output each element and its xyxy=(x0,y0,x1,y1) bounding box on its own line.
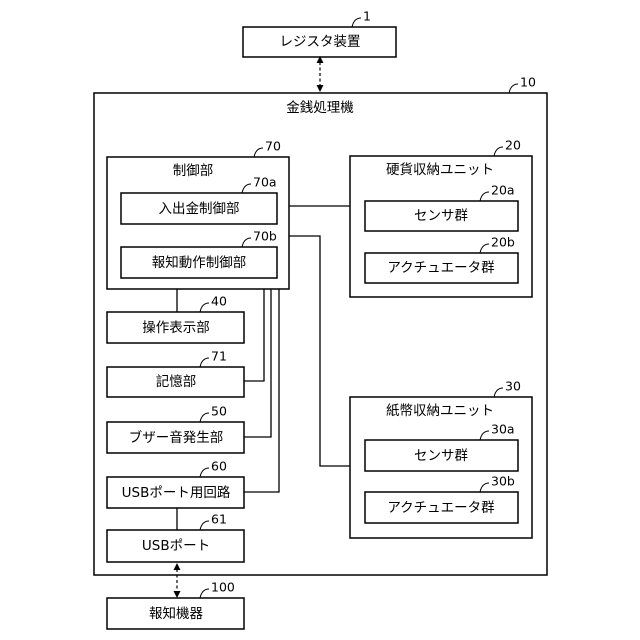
notify-control-ref: 70b xyxy=(253,229,277,244)
money-machine-ref: 10 xyxy=(520,75,536,90)
notify-control-label: 報知動作制御部 xyxy=(152,254,247,271)
control-unit-ref: 70 xyxy=(265,139,281,154)
notify-link-arrow-bottom xyxy=(174,591,181,598)
usb-port-ref: 61 xyxy=(211,512,227,527)
memory-ref-leader xyxy=(200,358,209,367)
control-unit-label: 制御部 xyxy=(173,163,214,179)
coin-sensors-ref: 20a xyxy=(491,183,515,198)
notify-device-label: 報知機器 xyxy=(149,605,203,622)
operation-display-ref-leader xyxy=(200,303,209,312)
register-device-ref-leader xyxy=(352,18,361,27)
bill-sensors-label: センサ群 xyxy=(414,448,468,464)
usb-port-label: USBポート xyxy=(142,538,210,554)
coin-unit-label: 硬貨収納ユニット xyxy=(386,161,494,178)
coin-unit-ref: 20 xyxy=(505,138,521,153)
coin-unit: 硬貨収納ユニット 20 センサ群 20a アクチュエータ群 20b xyxy=(350,138,532,298)
link-control-bill-unit xyxy=(289,236,350,466)
notify-device-ref-leader xyxy=(200,589,209,598)
usb-port-ref-leader xyxy=(200,521,209,530)
register-device: レジスタ装置 1 xyxy=(243,9,396,58)
control-unit-ref-leader xyxy=(254,148,263,157)
io-money-control-label: 入出金制御部 xyxy=(159,201,240,217)
bill-sensors-ref: 30a xyxy=(491,422,515,437)
coin-sensors-label: センサ群 xyxy=(414,208,468,224)
operation-display-label: 操作表示部 xyxy=(142,320,210,336)
bill-unit-ref: 30 xyxy=(505,379,521,394)
memory-ref: 71 xyxy=(211,349,227,364)
money-machine-label: 金銭処理機 xyxy=(286,100,354,116)
usb-port-circuit-label: USBポート用回路 xyxy=(122,485,231,501)
money-machine-ref-leader xyxy=(509,84,518,93)
buzzer-label: ブザー音発生部 xyxy=(129,429,224,446)
coin-actuators-label: アクチュエータ群 xyxy=(387,260,495,276)
notify-device-ref: 100 xyxy=(211,580,235,595)
coin-actuators-ref: 20b xyxy=(491,235,515,250)
usb-port-circuit: USBポート用回路 60 xyxy=(107,459,244,509)
bill-actuators-ref: 30b xyxy=(491,474,515,489)
register-device-ref: 1 xyxy=(363,9,371,24)
register-link-arrow-bottom xyxy=(317,85,324,92)
bill-unit-label: 紙幣収納ユニット xyxy=(386,403,494,419)
bill-unit-ref-leader xyxy=(494,388,503,397)
buzzer-ref-leader xyxy=(200,413,209,422)
link-control-buzzer xyxy=(244,289,271,437)
operation-display: 操作表示部 40 xyxy=(107,294,244,344)
notify-device: 報知機器 100 xyxy=(107,580,244,630)
memory: 記憶部 71 xyxy=(107,349,244,398)
usb-port-circuit-ref: 60 xyxy=(211,459,227,474)
operation-display-ref: 40 xyxy=(211,294,227,309)
buzzer-ref: 50 xyxy=(211,404,227,419)
register-device-label: レジスタ装置 xyxy=(280,34,361,50)
buzzer: ブザー音発生部 50 xyxy=(107,404,244,454)
usb-port: USBポート 61 xyxy=(107,512,244,563)
io-money-control-ref: 70a xyxy=(253,175,277,190)
memory-label: 記憶部 xyxy=(156,373,197,390)
notify-link-arrow-top xyxy=(174,563,181,570)
usb-port-circuit-ref-leader xyxy=(200,468,209,477)
bill-unit: 紙幣収納ユニット 30 センサ群 30a アクチュエータ群 30b xyxy=(350,379,532,539)
bill-actuators-label: アクチュエータ群 xyxy=(387,500,495,516)
control-unit: 制御部 70 入出金制御部 70a 報知動作制御部 70b xyxy=(107,139,289,290)
link-control-memory xyxy=(244,289,264,381)
coin-unit-ref-leader xyxy=(494,147,503,156)
link-control-usb-circuit xyxy=(244,289,279,492)
